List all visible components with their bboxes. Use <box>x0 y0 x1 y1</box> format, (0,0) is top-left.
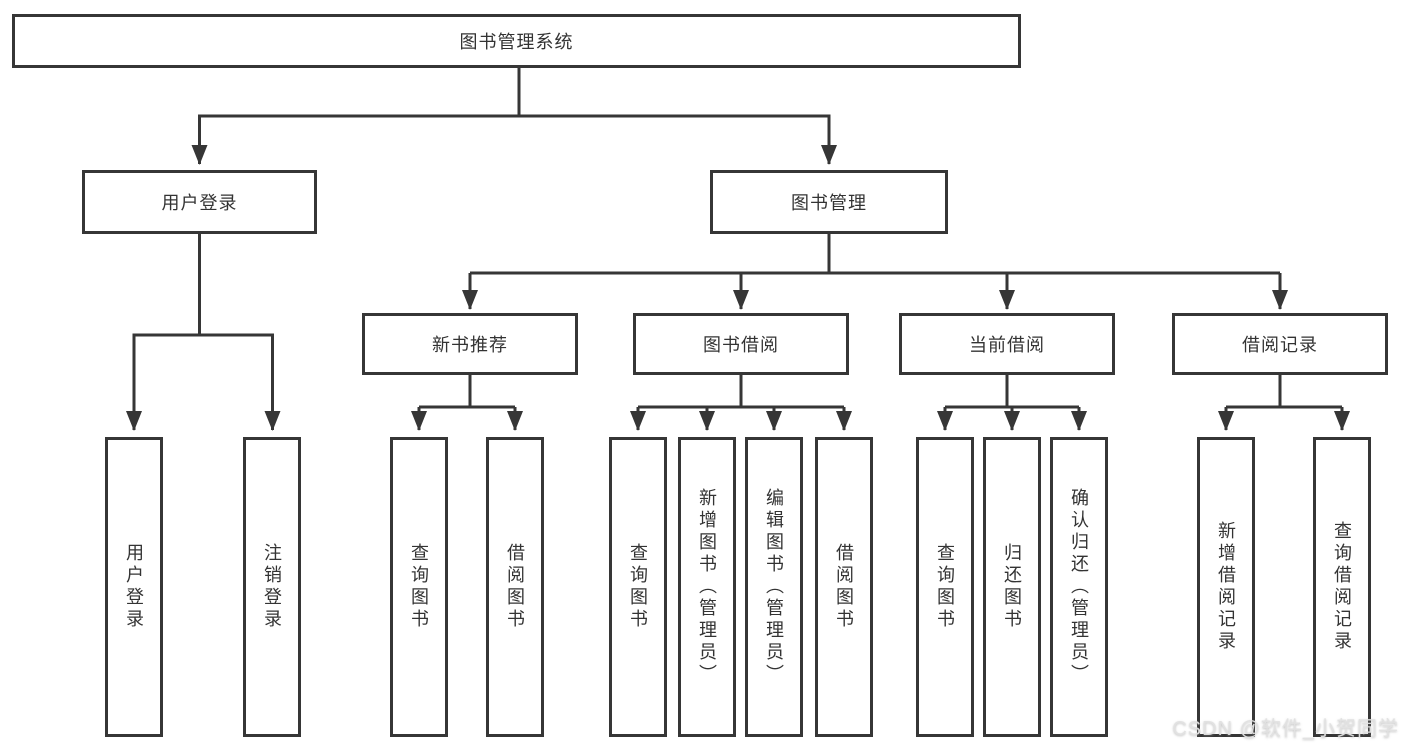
leaf-query-books-borrow-label: 查询图书 <box>628 543 648 631</box>
leaf-return-book: 归还图书 <box>983 437 1041 737</box>
leaf-add-book-admin-label: 新增图书（管理员） <box>697 488 717 686</box>
leaf-add-book-admin: 新增图书（管理员） <box>678 437 736 737</box>
leaf-edit-book-admin: 编辑图书（管理员） <box>745 437 803 737</box>
leaf-borrow-books-newbook: 借阅图书 <box>486 437 544 737</box>
node-library-system: 图书管理系统 <box>12 14 1021 68</box>
leaf-borrow-books-newbook-label: 借阅图书 <box>505 543 525 631</box>
leaf-query-books-newbook: 查询图书 <box>390 437 448 737</box>
leaf-user-login: 用户登录 <box>105 437 163 737</box>
connector-root-to-user-login <box>191 68 521 165</box>
leaf-query-books-borrow: 查询图书 <box>609 437 667 737</box>
leaf-logout-label: 注销登录 <box>262 543 282 631</box>
leaf-query-books-newbook-label: 查询图书 <box>409 543 429 631</box>
leaf-query-borrow-record: 查询借阅记录 <box>1313 437 1371 737</box>
connector-userlogin-to-logout <box>199 333 281 431</box>
leaf-add-borrow-record-label: 新增借阅记录 <box>1216 521 1236 653</box>
leaf-return-book-label: 归还图书 <box>1002 543 1022 631</box>
leaf-confirm-return-admin-label: 确认归还（管理员） <box>1069 488 1089 686</box>
leaf-add-borrow-record: 新增借阅记录 <box>1197 437 1255 737</box>
leaf-edit-book-admin-label: 编辑图书（管理员） <box>764 488 784 686</box>
node-current-borrow: 当前借阅 <box>899 313 1115 375</box>
node-new-book-recommend: 新书推荐 <box>362 313 578 375</box>
connector-root-to-book-management <box>519 114 837 165</box>
connector-lines <box>126 68 1350 431</box>
node-book-management: 图书管理 <box>710 170 948 234</box>
leaf-query-books-current-label: 查询图书 <box>935 543 955 631</box>
leaf-query-books-current: 查询图书 <box>916 437 974 737</box>
node-user-login: 用户登录 <box>82 170 317 234</box>
leaf-confirm-return-admin: 确认归还（管理员） <box>1050 437 1108 737</box>
node-borrow-records: 借阅记录 <box>1172 313 1388 375</box>
leaf-query-borrow-record-label: 查询借阅记录 <box>1332 521 1352 653</box>
node-book-borrow: 图书借阅 <box>633 313 849 375</box>
connector-userlogin-stem <box>126 234 201 431</box>
leaf-borrow-books-borrow-label: 借阅图书 <box>834 543 854 631</box>
leaf-borrow-books-borrow: 借阅图书 <box>815 437 873 737</box>
leaf-user-login-label: 用户登录 <box>124 543 144 631</box>
leaf-logout: 注销登录 <box>243 437 301 737</box>
